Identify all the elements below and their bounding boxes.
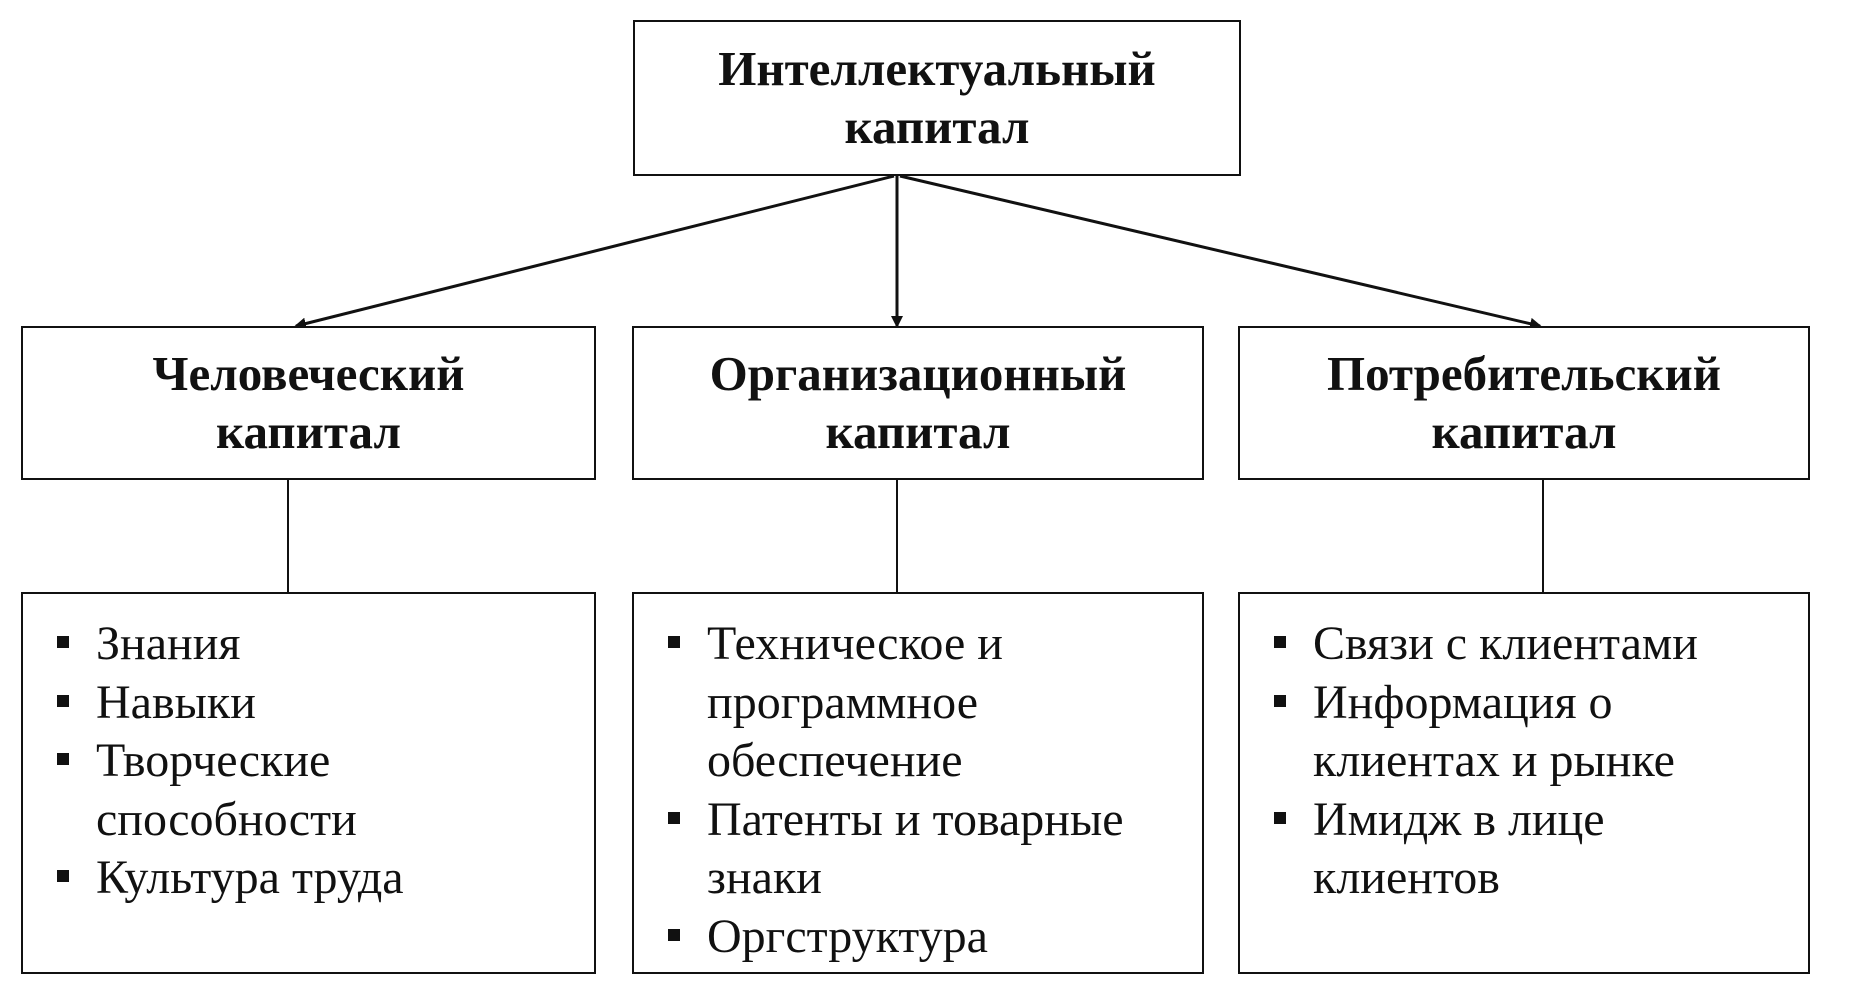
consumer-capital-box: Потребительский капитал (1238, 326, 1810, 480)
organizational-capital-box: Организационный капитал (632, 326, 1204, 480)
organizational-capital-title-line2: капитал (825, 404, 1011, 459)
intellectual-capital-title-line2: капитал (844, 99, 1030, 154)
arrow-to-consumer-capital (899, 174, 1542, 330)
list-item: Связи с клиентами (1240, 615, 1808, 674)
human-capital-title-line1: Человеческий (152, 346, 465, 401)
list-item: Культура труда (23, 849, 594, 908)
list-item: Оргструктура (634, 908, 1202, 967)
organizational-capital-title-line1: Организационный (709, 346, 1127, 401)
consumer-capital-title-line2: капитал (1431, 404, 1617, 459)
human-capital-title-line2: капитал (216, 404, 401, 459)
list-item: Навыки (23, 674, 594, 733)
consumer-capital-title-line1: Потребительский (1326, 346, 1722, 401)
arrow-to-human-capital (294, 174, 895, 330)
intellectual-capital-title-line1: Интеллектуальный (718, 41, 1156, 96)
list-item: Знания (23, 615, 594, 674)
intellectual-capital-box: Интеллектуальный капитал (633, 20, 1241, 176)
human-capital-box: Человеческий капитал (21, 326, 596, 480)
